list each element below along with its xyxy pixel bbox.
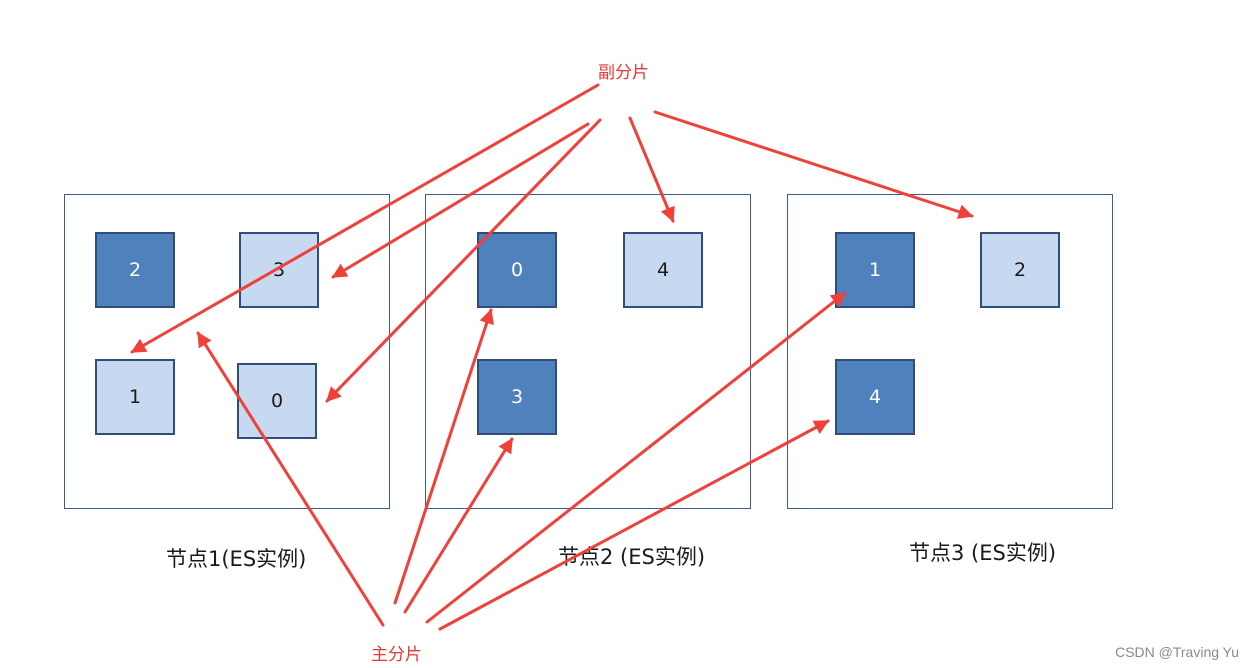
- replica-shard-callout: 副分片: [598, 63, 649, 83]
- node-1-shard-0-replica: 0: [237, 363, 317, 439]
- node-1-shard-3-replica: 3: [239, 232, 319, 308]
- node-1-shard-2-primary: 2: [95, 232, 175, 308]
- node-2-label: 节点2 (ES实例): [558, 545, 706, 569]
- watermark: CSDN @Traving Yu: [1115, 644, 1239, 660]
- node-3-label: 节点3 (ES实例): [909, 541, 1057, 565]
- primary-shard-callout: 主分片: [371, 645, 422, 665]
- node-1-shard-1-replica: 1: [95, 359, 175, 435]
- node-2-shard-3-primary: 3: [477, 359, 557, 435]
- node-3-shard-4-primary: 4: [835, 359, 915, 435]
- node-2-shard-4-replica: 4: [623, 232, 703, 308]
- node-3-shard-2-replica: 2: [980, 232, 1060, 308]
- node-3-shard-1-primary: 1: [835, 232, 915, 308]
- node-2-shard-0-primary: 0: [477, 232, 557, 308]
- node-1-label: 节点1(ES实例): [166, 547, 307, 571]
